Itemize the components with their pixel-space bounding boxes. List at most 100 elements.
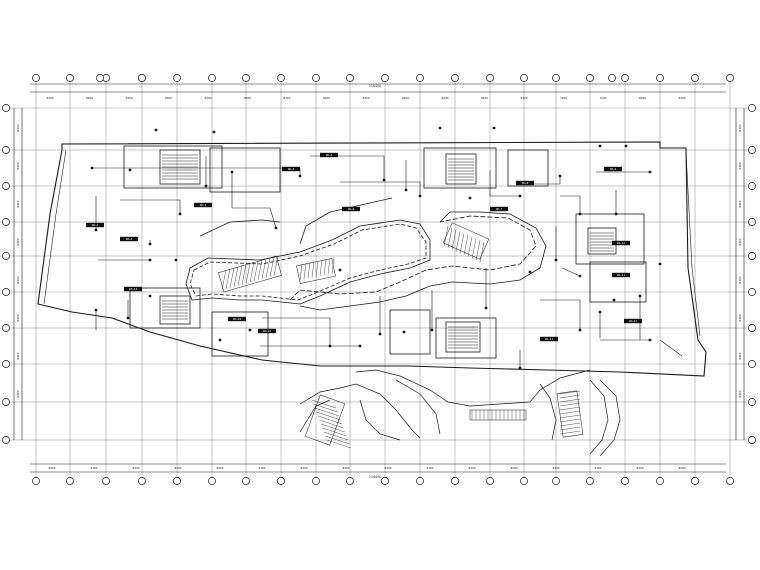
hatch-line (559, 414, 581, 419)
axis-bubble-right (748, 324, 756, 332)
equipment-dot (204, 184, 208, 188)
dim-label-right: 8400 (738, 390, 742, 397)
dim-label-bottom: 8400 (342, 466, 349, 470)
axis-bubble-right (748, 218, 756, 226)
axis-bubble-bottom (66, 477, 74, 485)
equipment-dot (518, 194, 522, 198)
hatch-line (245, 263, 251, 284)
hatch-line (273, 255, 279, 276)
hatch-line (311, 261, 315, 278)
core-rooms (123, 145, 647, 359)
circuit-label-tag (258, 328, 276, 334)
hatch-line (265, 257, 271, 278)
hatch-line (559, 410, 581, 415)
axis-bubble-bottom (208, 477, 216, 485)
dim-label-right: 8400 (738, 276, 742, 283)
hatch-line (463, 234, 469, 256)
dim-label-top: 8400 (165, 96, 172, 100)
equipment-dot (90, 166, 94, 170)
equipment-dot (174, 258, 178, 262)
stair-hatching (221, 225, 581, 449)
dim-label-top: 8400 (125, 96, 132, 100)
axis-bubble-top (208, 74, 216, 82)
hatch-line (559, 390, 581, 395)
dim-label-right: 8400 (738, 162, 742, 169)
circuit-label-text: WL-9 (610, 167, 617, 171)
hatch-line (257, 260, 263, 281)
circuit-label-tag (612, 272, 630, 278)
dim-label-top: 8400 (520, 96, 527, 100)
hatch-line (475, 240, 481, 261)
dim-label-right: 8400 (738, 352, 742, 359)
hatch-line (261, 258, 267, 280)
equipment-dot (148, 258, 152, 262)
circuit-label-text: WL-12 (629, 319, 638, 323)
hatch-line (559, 398, 581, 403)
equipment-markers (90, 126, 662, 370)
dim-label-top: 7200 (560, 96, 567, 100)
circuit-label-text: WL-7 (496, 207, 503, 211)
dim-label-bottom: 8400 (636, 466, 643, 470)
hatch-line (249, 262, 255, 283)
hatch-line (322, 427, 347, 437)
axis-bubble-left (2, 288, 10, 296)
axis-bubble-right (748, 398, 756, 406)
axis-bubble-top (552, 74, 560, 82)
dim-label-bottom: 8400 (216, 466, 223, 470)
equipment-dot (230, 170, 234, 174)
hatch-line (451, 229, 457, 250)
equipment-dot (648, 338, 652, 342)
dim-label-top: 7200 (599, 96, 606, 100)
dim-label-left: 8400 (16, 124, 20, 131)
circuit-label-text: WL-15 (263, 329, 272, 333)
axis-bubble-top (486, 74, 494, 82)
hatch-line (447, 227, 453, 248)
circuit-label-text: WL-10 (617, 241, 626, 245)
dim-label-bottom: 8400 (468, 466, 475, 470)
dimension-lines (13, 83, 745, 473)
axis-bubble-top (621, 74, 629, 82)
hatch-line (316, 411, 341, 421)
circuit-label-text: WL-16 (233, 317, 242, 321)
hatch-line (233, 266, 239, 287)
circuit-label-text: WL-5 (326, 153, 333, 157)
dim-label-top: 8400 (441, 96, 448, 100)
axis-bubble-right (748, 360, 756, 368)
circuit-label-tag (120, 236, 138, 242)
hatch-line (325, 435, 350, 445)
circuit-label-tag (540, 336, 558, 342)
grid-axis-bubbles (2, 74, 756, 485)
dim-label-bottom: 8400 (174, 466, 181, 470)
equipment-dot (154, 128, 158, 132)
axis-bubble-bottom (586, 477, 594, 485)
axis-bubble-left (2, 398, 10, 406)
circuit-label-text: WL-4 (288, 167, 295, 171)
equipment-dot (218, 338, 222, 342)
equipment-dot (492, 126, 496, 130)
axis-bubble-top (312, 74, 320, 82)
hatch-line (327, 258, 331, 275)
axis-bubble-top (138, 74, 146, 82)
equipment-dot (484, 306, 488, 310)
dim-label-bottom: 8400 (384, 466, 391, 470)
axis-bubble-top (173, 74, 181, 82)
axis-bubble-left (2, 104, 10, 112)
circuit-label-tag (624, 318, 642, 324)
core-stair-lines (162, 154, 614, 349)
equipment-dot (638, 294, 642, 298)
equipment-dot (148, 294, 152, 298)
dim-label-bottom: 8400 (552, 466, 559, 470)
escalators (218, 222, 584, 446)
hatch-line (443, 225, 449, 247)
hatch-line (459, 233, 465, 254)
hatch-line (471, 238, 477, 259)
axis-bubble-right (748, 252, 756, 260)
dim-label-top: 8400 (639, 96, 646, 100)
dim-label-top: 8400 (204, 96, 211, 100)
equipment-dot (430, 328, 434, 332)
circuit-label-tag (320, 152, 338, 158)
hatch-line (559, 418, 581, 423)
axis-bubble-left (2, 436, 10, 444)
axis-bubble-top (242, 74, 250, 82)
